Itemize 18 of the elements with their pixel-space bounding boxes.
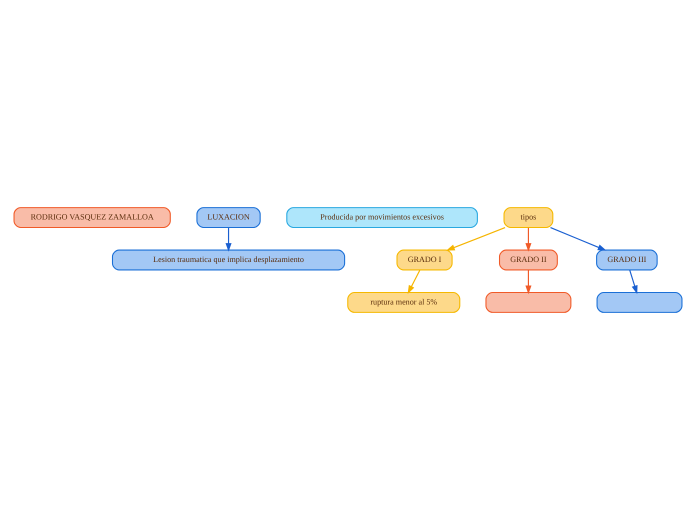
arrow	[446, 227, 506, 251]
node-box: GRADO I	[396, 250, 453, 270]
node-box: GRADO III	[596, 250, 658, 270]
arrow	[525, 228, 532, 252]
node-box: GRADO II	[498, 250, 558, 270]
arrow	[408, 270, 420, 294]
arrow	[525, 270, 532, 294]
node-box: LUXACION	[196, 207, 261, 228]
node-box	[596, 292, 683, 313]
node-box	[485, 292, 572, 313]
arrow	[550, 227, 606, 251]
arrow	[629, 270, 638, 294]
node-box: RODRIGO VASQUEZ ZAMALLOA	[13, 207, 171, 228]
node-box: tipos	[503, 207, 554, 228]
node-box: Producida por movimientos excesivos	[286, 207, 478, 228]
node-box: ruptura menor al 5%	[347, 292, 460, 313]
arrow	[226, 228, 232, 252]
node-box: Lesion traumatica que implica desplazamiento	[112, 250, 346, 270]
